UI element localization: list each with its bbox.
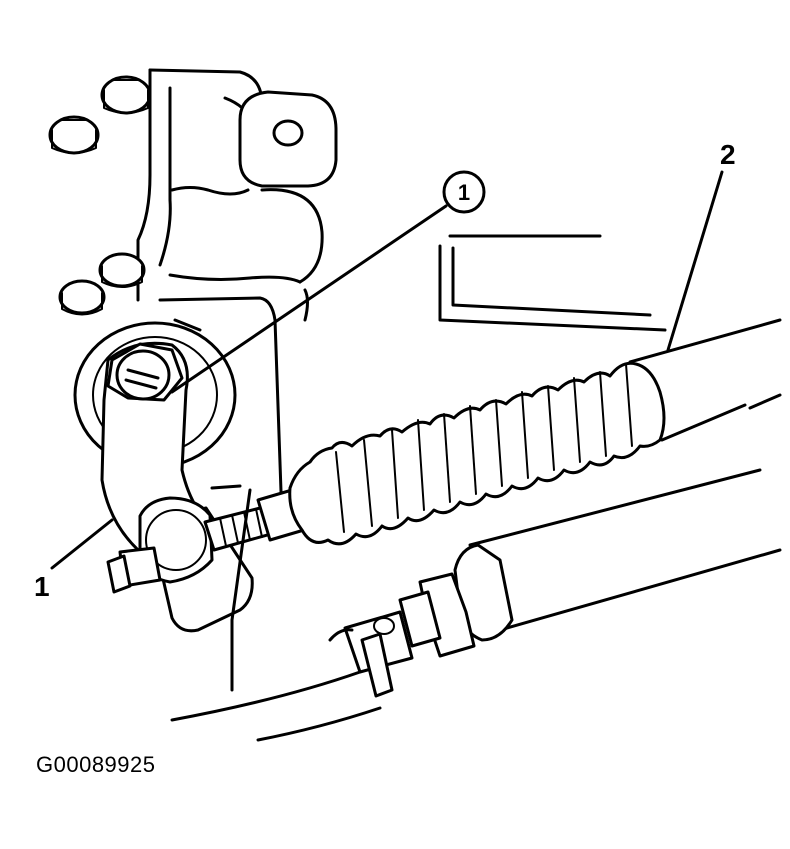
cable-clamp [138,496,254,633]
lower-shaft [453,468,782,642]
transmission-housing [136,68,324,522]
bolt-top [100,75,152,115]
clamp-bolt [106,546,162,594]
chassis-rail [170,484,382,742]
housing-boss [238,90,338,188]
mounting-bracket [438,234,667,332]
callout-leader-circled-1 [170,204,448,394]
callout-circled-1: 1 [442,170,486,214]
bolt-left-lower [98,252,146,288]
figure-id: G00089925 [36,752,156,777]
callout-leader-1 [50,518,114,570]
bolt-bottom-left [58,279,106,316]
bellows-boot [288,361,666,546]
pivot-nut [106,342,184,402]
shaft-coupling [328,572,476,698]
callout-label-1: 1 [34,571,50,602]
bolt-left-upper [48,115,100,155]
callout-leader-2 [666,170,724,352]
callout-label-2: 2 [720,139,736,170]
callout-circled-1-text: 1 [458,180,470,205]
shift-cable [628,318,782,442]
